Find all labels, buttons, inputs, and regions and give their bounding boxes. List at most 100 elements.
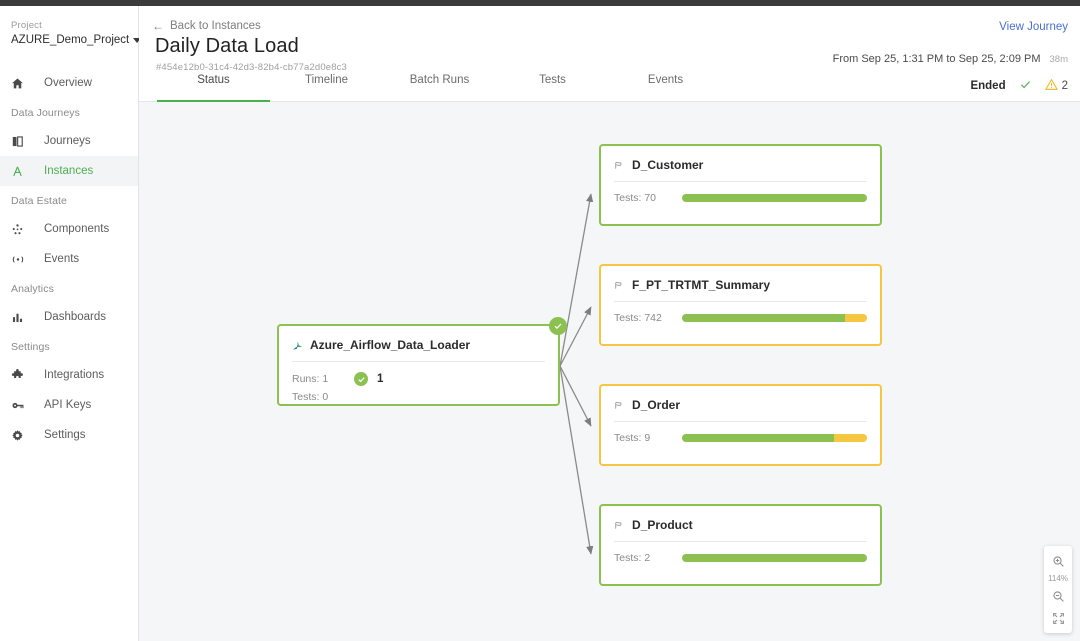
sidebar-group-analytics: Analytics <box>11 283 54 295</box>
sidebar-item-overview[interactable]: Overview <box>0 68 138 98</box>
dataset-icon <box>614 160 625 171</box>
tests-label: Tests: 0 <box>292 391 329 403</box>
journey-canvas[interactable]: Azure_Airflow_Data_Loader Runs: 1 1 Test… <box>139 102 1080 641</box>
warning-triangle-icon <box>1044 78 1058 94</box>
integrations-icon <box>11 368 33 382</box>
sidebar-item-events[interactable]: Events <box>0 244 138 274</box>
tab-status[interactable]: Status <box>157 72 270 102</box>
node-title-label: Azure_Airflow_Data_Loader <box>310 338 471 352</box>
status-summary: Ended 2 <box>970 78 1068 94</box>
sidebar-item-label: API Keys <box>44 399 92 411</box>
duration-text: 38m <box>1049 54 1068 65</box>
sidebar-item-label: Instances <box>44 165 94 177</box>
tab-label: Timeline <box>304 74 349 86</box>
main-panel: ← Back to Instances Daily Data Load #454… <box>139 6 1080 641</box>
progress-green-segment <box>682 314 845 322</box>
instances-icon <box>11 165 33 178</box>
sidebar-item-integrations[interactable]: Integrations <box>0 360 138 390</box>
sidebar-item-api-keys[interactable]: API Keys <box>0 390 138 420</box>
sidebar-item-label: Components <box>44 223 110 235</box>
progress-green-segment <box>682 194 867 202</box>
node-title-label: F_PT_TRTMT_Summary <box>632 278 771 292</box>
runs-ok-icon <box>354 372 368 386</box>
chevron-down-icon[interactable] <box>133 37 142 43</box>
sidebar-item-label: Events <box>44 253 80 265</box>
tab-timeline[interactable]: Timeline <box>270 72 383 101</box>
warning-count-label: 2 <box>1061 80 1068 92</box>
node-title-label: D_Customer <box>632 158 704 172</box>
runs-label: Runs: 1 <box>292 373 329 385</box>
sidebar-group-data-journeys: Data Journeys <box>11 107 81 119</box>
zoom-in-icon[interactable] <box>1048 552 1068 570</box>
book-icon <box>11 135 33 148</box>
back-to-instances-link[interactable]: ← Back to Instances <box>139 6 1080 32</box>
tab-tests[interactable]: Tests <box>496 72 609 101</box>
node-azure-airflow-data-loader[interactable]: Azure_Airflow_Data_Loader Runs: 1 1 Test… <box>277 317 567 406</box>
airflow-icon <box>292 340 303 351</box>
check-icon <box>1019 78 1032 94</box>
instance-id: #454e12b0-31c4-42d3-82b4-cb77a2d0e8c3 <box>156 62 347 73</box>
node-metrics: Tests: 742 <box>601 302 880 324</box>
dashboards-icon <box>11 311 33 324</box>
tests-row: Tests: 70 <box>614 192 867 204</box>
tests-row: Tests: 2 <box>614 552 867 564</box>
sidebar-item-components[interactable]: Components <box>0 214 138 244</box>
sidebar-item-instances[interactable]: Instances <box>0 156 138 186</box>
node-metrics: Tests: 70 <box>601 182 880 204</box>
progress-green-segment <box>682 554 867 562</box>
node-divider <box>614 421 867 422</box>
tests-progress-bar <box>682 314 867 322</box>
runs-count: 1 <box>377 373 384 385</box>
progress-green-segment <box>682 434 834 442</box>
tab-batch-runs[interactable]: Batch Runs <box>383 72 496 101</box>
zoom-controls: 114% <box>1044 546 1072 633</box>
view-journey-link[interactable]: View Journey <box>999 21 1068 33</box>
arrow-left-icon: ← <box>152 19 164 33</box>
sidebar-item-label: Overview <box>44 77 92 89</box>
components-icon <box>11 223 33 236</box>
node-title-label: D_Order <box>632 398 681 412</box>
zoom-percent: 114% <box>1048 574 1068 583</box>
edge-to-d-order <box>559 365 592 427</box>
tests-progress-bar <box>682 554 867 562</box>
tests-label: Tests: 2 <box>614 552 651 564</box>
edge-to-d-customer <box>559 193 594 367</box>
node-title-row: D_Order <box>601 386 880 412</box>
node-title-row: F_PT_TRTMT_Summary <box>601 266 880 292</box>
fit-screen-icon[interactable] <box>1048 609 1068 627</box>
sidebar-item-dashboards[interactable]: Dashboards <box>0 302 138 332</box>
node-title-row: Azure_Airflow_Data_Loader <box>279 326 558 352</box>
edge-layer <box>559 193 594 555</box>
tab-events[interactable]: Events <box>609 72 722 101</box>
node-metrics: Tests: 2 <box>601 542 880 564</box>
node-metrics: Runs: 1 1 Tests: 0 <box>279 362 558 403</box>
tests-row: Tests: 742 <box>614 312 867 324</box>
node-status-ok-badge <box>549 317 567 335</box>
tests-label: Tests: 742 <box>614 312 662 324</box>
project-selector[interactable]: Project AZURE_Demo_Project <box>0 6 142 46</box>
page-header: ← Back to Instances Daily Data Load #454… <box>139 6 1080 102</box>
runs-row: Runs: 1 1 <box>292 372 545 386</box>
project-name: AZURE_Demo_Project <box>11 34 130 46</box>
tests-label: Tests: 70 <box>614 192 657 204</box>
dataset-icon <box>614 520 625 531</box>
zoom-out-icon[interactable] <box>1048 587 1068 605</box>
sidebar-item-settings[interactable]: Settings <box>0 420 138 450</box>
sidebar-item-label: Journeys <box>44 135 91 147</box>
edge-to-f-pt-trtmt-summary <box>559 306 592 367</box>
tab-label: Status <box>197 74 230 86</box>
key-icon <box>11 399 33 412</box>
home-icon <box>11 77 33 90</box>
back-link-label: Back to Instances <box>170 20 261 32</box>
warning-count[interactable]: 2 <box>1044 78 1068 94</box>
sidebar-group-settings: Settings <box>11 341 50 353</box>
sidebar-item-journeys[interactable]: Journeys <box>0 126 138 156</box>
tests-progress-bar <box>682 434 867 442</box>
